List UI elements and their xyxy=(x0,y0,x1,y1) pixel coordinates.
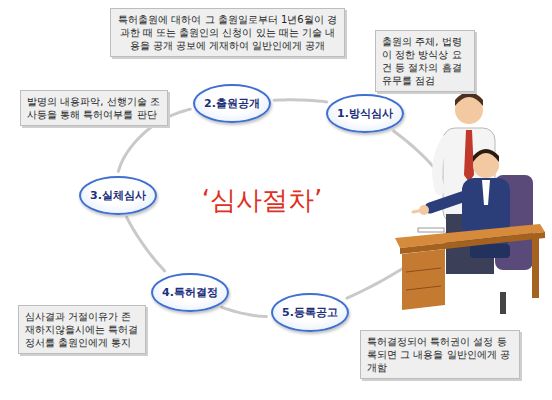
standing-man-hair xyxy=(455,92,483,106)
note-text: 출원의 주체, 법령이 정한 방식상 요건 등 절차의 흠결유무를 점검 xyxy=(382,35,468,87)
note-text: 특허결정되어 특허권이 설정 등록되면 그 내용을 일반인에게 공개함 xyxy=(367,335,513,374)
cycle-connector xyxy=(127,217,165,271)
diagram-title: ‘심사절차’ xyxy=(202,183,323,218)
desk-paper xyxy=(418,228,444,232)
pointing-finger xyxy=(413,210,424,212)
note-box: 출원의 주체, 법령이 정한 방식상 요건 등 절차의 흠결유무를 점검 xyxy=(375,30,475,92)
step-circle: 2.출원공개 xyxy=(193,84,271,123)
seated-man-shirt xyxy=(482,180,490,205)
note-box: 특허출원에 대하여 그 출원일로부터 1년6월이 경과한 때 또는 출원인의 신… xyxy=(110,8,345,57)
note-box: 특허결정되어 특허권이 설정 등록되면 그 내용을 일반인에게 공개함 xyxy=(360,330,520,379)
standing-man-tie xyxy=(464,130,474,182)
step-label: 1.방식심사 xyxy=(337,106,393,121)
seated-man-hair xyxy=(473,149,499,162)
step-circle: 3.실체심사 xyxy=(79,176,157,215)
standing-man-arm xyxy=(437,140,446,190)
note-box: 발명의 내용파악, 선행기술 조사등을 통해 특허여부를 판단 xyxy=(20,90,168,126)
desk-leg xyxy=(532,236,539,298)
drawer-line xyxy=(406,286,441,290)
step-circle: 5.등록공고 xyxy=(271,293,349,332)
note-text: 발명의 내용파악, 선행기술 조사등을 통해 특허여부를 판단 xyxy=(27,95,161,121)
step-circle: 4.특허결정 xyxy=(151,273,229,312)
seated-man-arm xyxy=(430,195,468,208)
cycle-connector xyxy=(222,307,267,316)
drawer-line xyxy=(406,268,441,272)
seated-man-legs xyxy=(470,244,510,258)
step-label: 4.특허결정 xyxy=(162,285,218,300)
cycle-connector xyxy=(274,100,327,102)
step-label: 2.출원공개 xyxy=(204,96,260,111)
note-text: 심사결과 거절이유가 존재하지않을시에는 특허결정서를 출원인에게 통지 xyxy=(25,310,139,349)
step-label: 5.등록공고 xyxy=(282,305,338,320)
note-box: 심사결과 거절이유가 존재하지않을시에는 특허결정서를 출원인에게 통지 xyxy=(18,305,146,354)
desk-edge xyxy=(400,232,545,254)
note-text: 특허출원에 대하여 그 출원일로부터 1년6월이 경과한 때 또는 출원인의 신… xyxy=(117,13,338,52)
step-circle: 1.방식심사 xyxy=(326,94,404,133)
chair-leg xyxy=(500,292,506,314)
step-label: 3.실체심사 xyxy=(90,188,146,203)
desk-drawers xyxy=(402,249,445,310)
